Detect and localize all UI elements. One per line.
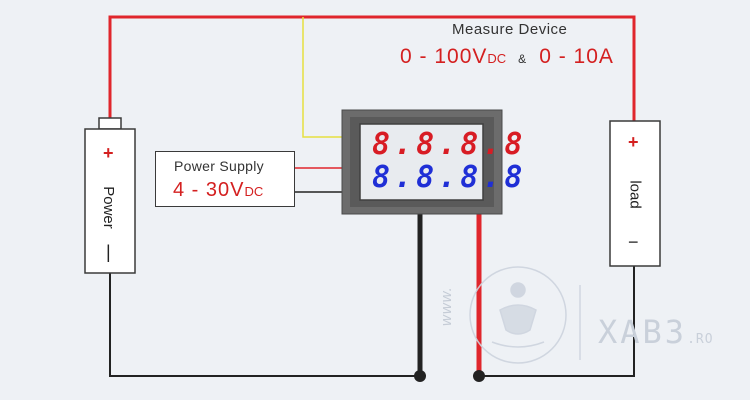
power-battery [84,128,136,274]
load-box [609,120,661,267]
power-supply-voltage: 4 - 30V [173,179,245,201]
watermark-url: www. [438,286,455,326]
voltage-range: 0 - 100V [400,45,488,68]
load-negative-wire [479,266,635,377]
load-label: load [626,180,644,209]
current-range: 0 - 10A [539,45,614,68]
negative-wire-bottom [109,272,420,377]
voltage-unit: DC [487,51,507,66]
watermark-figure [469,266,581,364]
junction-dot [473,370,485,382]
measure-device-ranges: 0 - 100VDC&0 - 10A [400,45,614,69]
watermark-brand-suffix: .RO [687,332,714,347]
battery-plus-sign: + [103,143,114,163]
battery-cap [98,117,122,130]
watermark-brand-name: XAB3 [598,313,688,351]
yellow-signal-wire [302,17,342,138]
positive-wire-top [108,15,636,122]
battery-label: Power [99,186,117,229]
current-display-digits: 8.8.8.8 [372,160,527,195]
voltage-display-digits: 8.8.8.8 [372,127,527,162]
junction-dot [414,370,426,382]
power-supply-title: Power Supply [174,158,264,174]
load-plus-sign: + [628,132,639,152]
battery-minus-sign: | [106,242,111,262]
watermark-brand: XAB3.RO [598,313,714,351]
power-supply-box [155,151,295,207]
measure-device-title: Measure Device [452,21,568,38]
power-supply-range: 4 - 30VDC [173,179,263,202]
ampersand: & [518,52,528,66]
meter-screen [359,123,484,201]
power-supply-unit: DC [244,184,264,199]
load-minus-sign: − [628,232,639,252]
